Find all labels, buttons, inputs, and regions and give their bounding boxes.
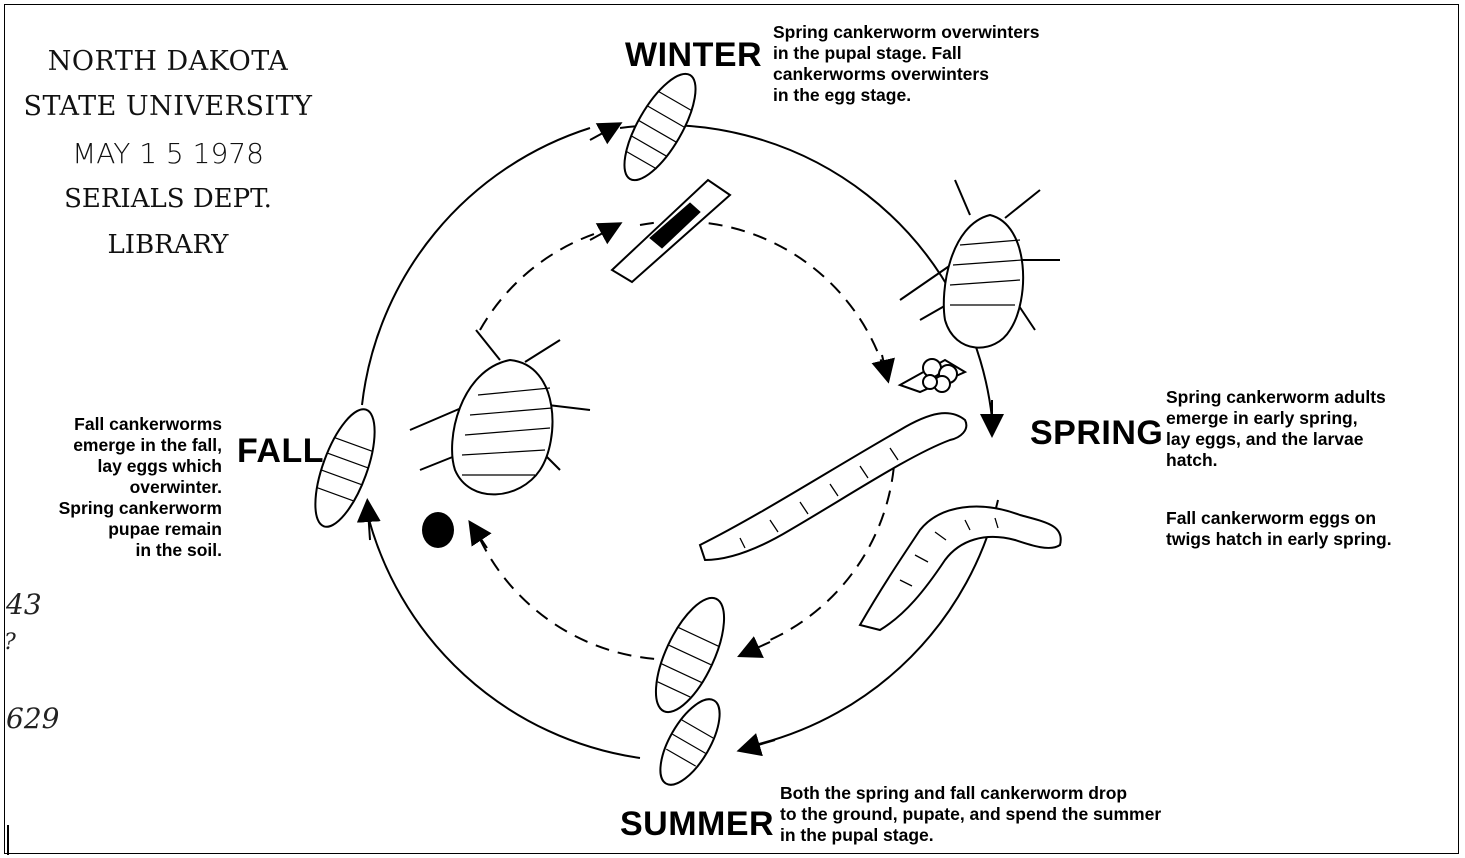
note-line: overwinter.	[14, 477, 222, 498]
handwritten-note: ?	[4, 630, 16, 655]
spring-fall-eggs-description: Fall cankerworm eggs on twigs hatch in e…	[1166, 508, 1392, 550]
fall-adult-moth-illustration	[410, 330, 590, 494]
fall-larva-illustration	[860, 507, 1061, 630]
note-line: Fall cankerworms	[14, 414, 222, 435]
handwritten-note: 43	[6, 588, 42, 621]
note-line: Fall cankerworm eggs on	[1166, 508, 1392, 529]
note-line: Spring cankerworm overwinters	[773, 22, 1039, 43]
note-line: in the egg stage.	[773, 85, 1039, 106]
note-line: Spring cankerworm	[14, 498, 222, 519]
fall-description: Fall cankerworms emerge in the fall, lay…	[14, 414, 222, 561]
note-line: emerge in the fall,	[14, 435, 222, 456]
note-line: pupae remain	[14, 519, 222, 540]
handwritten-note: 629	[6, 702, 59, 735]
dashed-arrow-to-pupa	[748, 642, 770, 652]
season-label-summer: SUMMER	[620, 805, 774, 844]
dashed-arrow-to-soil	[475, 530, 487, 548]
note-line: in the soil.	[14, 540, 222, 561]
note-line: lay eggs, and the larvae	[1166, 429, 1386, 450]
summer-pupa-illustration	[642, 589, 738, 722]
note-line: hatch.	[1166, 450, 1386, 471]
arrow-to-fall	[368, 510, 370, 540]
season-label-fall: FALL	[237, 432, 324, 471]
note-line: emerge in early spring,	[1166, 408, 1386, 429]
winter-description: Spring cankerworm overwinters in the pup…	[773, 22, 1039, 106]
spring-adult-moth-illustration	[900, 180, 1060, 348]
arrow-to-summer	[748, 740, 775, 748]
spring-egg-cluster-illustration	[900, 359, 965, 392]
note-line: twigs hatch in early spring.	[1166, 529, 1392, 550]
twig-with-eggs-illustration	[612, 180, 730, 282]
note-line: cankerworms overwinters	[773, 64, 1039, 85]
note-line: Spring cankerworm adults	[1166, 387, 1386, 408]
fall-egg-mass-illustration	[422, 512, 454, 548]
spring-description: Spring cankerworm adults emerge in early…	[1166, 387, 1386, 471]
note-line: to the ground, pupate, and spend the sum…	[780, 804, 1161, 825]
summer-description: Both the spring and fall cankerworm drop…	[780, 783, 1161, 846]
arrow-to-winter	[590, 128, 612, 140]
season-label-winter: WINTER	[625, 36, 762, 75]
note-line: lay eggs which	[14, 456, 222, 477]
note-line: in the pupal stage. Fall	[773, 43, 1039, 64]
note-line: in the pupal stage.	[780, 825, 1161, 846]
note-line: Both the spring and fall cankerworm drop	[780, 783, 1161, 804]
season-label-spring: SPRING	[1030, 414, 1163, 453]
